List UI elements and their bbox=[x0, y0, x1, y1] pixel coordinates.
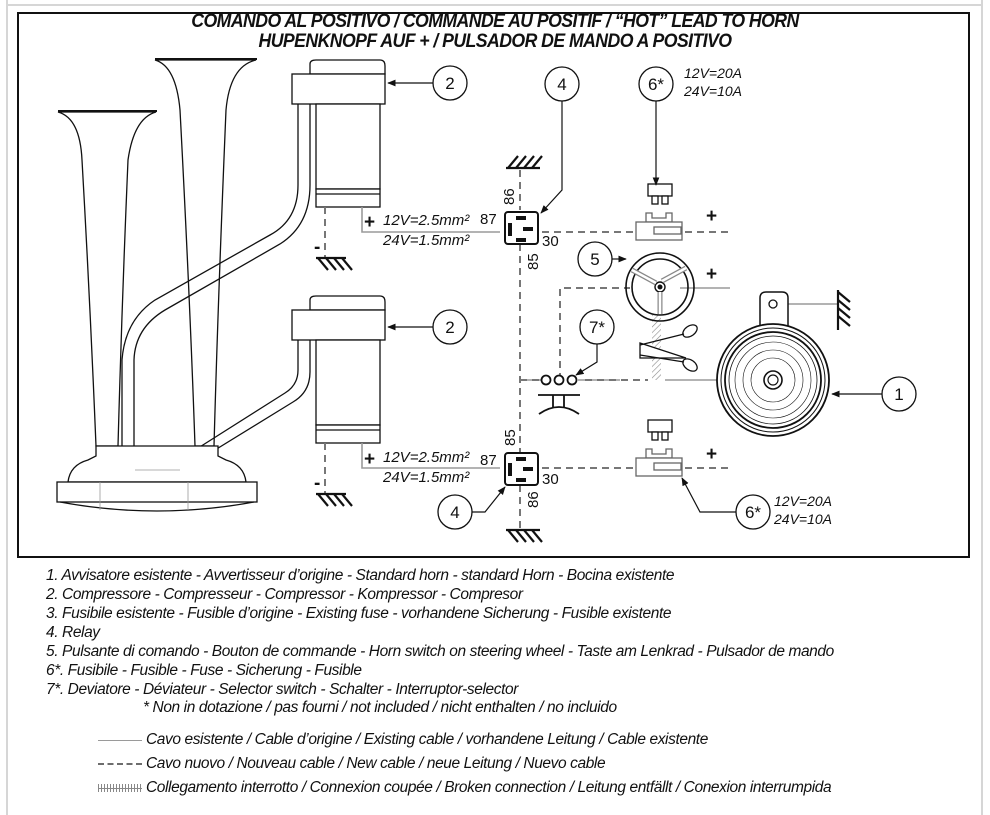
legend-item-2: 2. Compressore - Compresseur - Compresso… bbox=[46, 586, 523, 603]
plus-sign-horn-switch: + bbox=[706, 264, 717, 285]
legend-item-1: 1. Avvisatore esistente - Avvertisseur d… bbox=[46, 567, 675, 584]
ground-icon-compressor-bottom bbox=[316, 492, 353, 507]
callout-4-bottom bbox=[437, 494, 473, 530]
title-line-2: HUPENKNOPF AUF + / PULSADOR DE MANDO A P… bbox=[258, 31, 733, 52]
steering-wheel-icon bbox=[625, 252, 695, 322]
selector-switch-icon bbox=[538, 374, 580, 415]
fuse-rating-top-12v: 12V=20A bbox=[684, 65, 742, 81]
legend-item-4: 4. Relay bbox=[46, 624, 100, 641]
legend-item-3: 3. Fusibile esistente - Fusible d’origin… bbox=[46, 605, 672, 622]
callout-5-label: 5 bbox=[590, 250, 599, 269]
relay-top-pin-30: 30 bbox=[542, 233, 559, 250]
plus-sign-compressor-top: + bbox=[364, 212, 375, 233]
callout-5 bbox=[577, 241, 613, 277]
ground-icon-relay-top bbox=[506, 155, 543, 170]
diagram-title: COMANDO AL POSITIVO / COMMANDE AU POSITI… bbox=[35, 12, 956, 52]
fuse-top bbox=[635, 183, 683, 241]
new-cables bbox=[324, 170, 730, 530]
callout-2-top-label: 2 bbox=[445, 74, 454, 93]
ground-symbols bbox=[316, 155, 851, 543]
callout-2-top bbox=[432, 65, 468, 101]
plus-sign-fuse-bottom: + bbox=[706, 444, 717, 465]
callout-6-top bbox=[638, 66, 674, 102]
horn-base bbox=[67, 445, 247, 483]
callout-7 bbox=[579, 309, 615, 345]
hatched-line-swatch bbox=[98, 784, 142, 792]
trumpet-tall bbox=[154, 59, 257, 447]
scissors-icon bbox=[639, 324, 698, 372]
wire-spec-top-24v: 24V=1.5mm² bbox=[382, 232, 470, 249]
cable-legend-existing-label: Cavo esistente / Cable d’origine / Exist… bbox=[146, 731, 708, 748]
callout-1 bbox=[881, 376, 917, 412]
fuse-rating-bottom-12v: 12V=20A bbox=[774, 493, 832, 509]
relay-bottom-pin-85: 85 bbox=[502, 429, 519, 446]
relay-top-pin-86: 86 bbox=[501, 188, 518, 205]
plus-sign-compressor-bottom: + bbox=[364, 449, 375, 470]
wire-spec-bottom-12v: 12V=2.5mm² bbox=[383, 449, 470, 466]
minus-sign-compressor-bottom: - bbox=[314, 473, 320, 494]
callout-circles bbox=[432, 65, 917, 530]
page-edge-left bbox=[6, 0, 8, 815]
cable-legend-broken-label: Collegamento interrotto / Connexion coup… bbox=[146, 779, 832, 796]
relay-top-pin-87: 87 bbox=[480, 211, 497, 228]
plus-sign-fuse-top: + bbox=[706, 206, 717, 227]
cable-legend-new: Cavo nuovo / Nouveau cable / New cable /… bbox=[98, 755, 606, 773]
fuse-bottom bbox=[635, 419, 683, 477]
compressor-bottom bbox=[291, 295, 386, 444]
callout-6-bottom bbox=[735, 494, 771, 530]
relay-bottom-pin-30: 30 bbox=[542, 471, 559, 488]
callout-2-bottom-label: 2 bbox=[445, 318, 454, 337]
callout-4-top bbox=[544, 66, 580, 102]
cable-legend-existing: Cavo esistente / Cable d’origine / Exist… bbox=[98, 731, 708, 749]
wiring-diagram: 2 2 4 4 6* 6* 5 7* 1 86 87 85 30 85 87 8… bbox=[56, 58, 917, 543]
disc-horn-icon bbox=[716, 291, 830, 437]
callout-4-top-label: 4 bbox=[557, 75, 566, 94]
ground-icon-relay-bottom bbox=[506, 528, 543, 543]
relay-bottom bbox=[504, 452, 539, 486]
compressor-top bbox=[291, 59, 386, 208]
callout-7-label: 7* bbox=[589, 318, 605, 337]
air-horn-trumpets bbox=[56, 58, 311, 512]
legend-item-6: 6*. Fusibile - Fusible - Fuse - Sicherun… bbox=[46, 662, 362, 679]
legend-item-7: 7*. Deviatore - Déviateur - Selector swi… bbox=[46, 681, 518, 698]
not-included-note: * Non in dotazione / pas fourni / not in… bbox=[143, 699, 617, 716]
component-legend: 1. Avvisatore esistente - Avvertisseur d… bbox=[46, 566, 834, 699]
callout-1-label: 1 bbox=[894, 385, 903, 404]
page-edge-right bbox=[981, 0, 983, 815]
callout-2-bottom bbox=[432, 309, 468, 345]
air-tube-top-inner bbox=[133, 76, 311, 462]
broken-connection bbox=[652, 315, 661, 380]
fuse-rating-bottom-24v: 24V=10A bbox=[773, 511, 832, 527]
callout-4-bottom-label: 4 bbox=[450, 503, 459, 522]
cable-legend-new-label: Cavo nuovo / Nouveau cable / New cable /… bbox=[146, 755, 606, 772]
ground-icon-compressor-top bbox=[316, 256, 353, 271]
callout-leaders bbox=[387, 79, 882, 513]
cable-legend-broken: Collegamento interrotto / Connexion coup… bbox=[98, 779, 832, 797]
wire-spec-bottom-24v: 24V=1.5mm² bbox=[382, 469, 470, 486]
page-edge-top bbox=[6, 4, 983, 6]
relay-bottom-pin-87: 87 bbox=[480, 452, 497, 469]
dashed-line-swatch bbox=[98, 759, 142, 769]
relay-top-pin-85: 85 bbox=[525, 253, 542, 270]
fuse-rating-top-24v: 24V=10A bbox=[683, 83, 742, 99]
air-tube-top bbox=[121, 76, 299, 462]
minus-sign-compressor-top: - bbox=[314, 237, 320, 258]
trumpet-short bbox=[57, 111, 157, 447]
legend-item-5: 5. Pulsante di comando - Bouton de comma… bbox=[46, 643, 834, 660]
wire-spec-top-12v: 12V=2.5mm² bbox=[383, 212, 470, 229]
ground-icon-horn bbox=[836, 290, 851, 330]
callout-6-top-label: 6* bbox=[648, 75, 664, 94]
solid-line-swatch bbox=[98, 735, 142, 745]
callout-6-bottom-label: 6* bbox=[745, 503, 761, 522]
relay-bottom-pin-86: 86 bbox=[525, 491, 542, 508]
relay-top bbox=[504, 211, 539, 245]
title-line-1: COMANDO AL POSITIVO / COMMANDE AU POSITI… bbox=[191, 11, 799, 32]
